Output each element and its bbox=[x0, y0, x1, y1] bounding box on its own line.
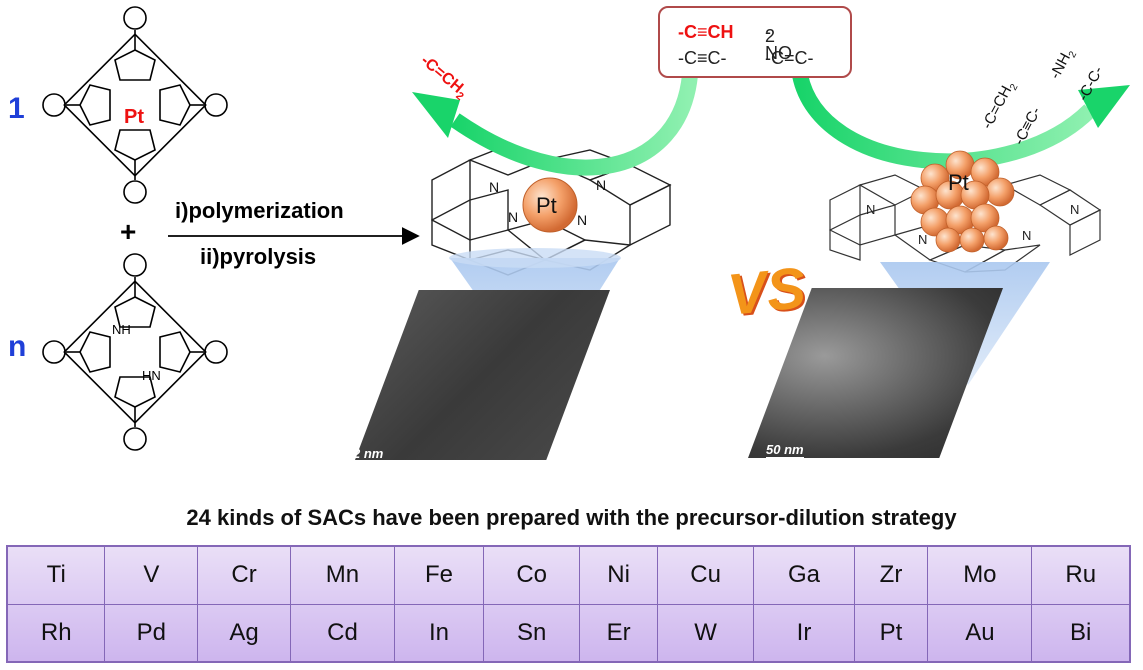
metals-table: Ti V Cr Mn Fe Co Ni Cu Ga Zr Mo Ru Rh Pd… bbox=[6, 545, 1131, 663]
green-arrow-right bbox=[792, 73, 1096, 170]
phenyl-ring-bottom-2 bbox=[123, 427, 147, 451]
metal-cell: Ni bbox=[579, 545, 658, 605]
metal-cell: Ag bbox=[197, 603, 291, 663]
metal-cell: V bbox=[104, 545, 199, 605]
metal-cell: Sn bbox=[482, 603, 581, 663]
phenyl-ring-right-2 bbox=[204, 340, 228, 364]
metals-row-1: Ti V Cr Mn Fe Co Ni Cu Ga Zr Mo Ru bbox=[6, 545, 1131, 605]
metal-cell: Ga bbox=[753, 545, 855, 605]
metal-cell: Ir bbox=[753, 603, 855, 663]
green-arrow-left bbox=[450, 74, 698, 176]
metals-title: 24 kinds of SACs have been prepared with… bbox=[186, 505, 957, 530]
pt-single-atom-sphere bbox=[522, 177, 578, 233]
metal-cell: In bbox=[394, 603, 484, 663]
fg-alkene: -C=C- bbox=[765, 48, 814, 68]
multiplier-1: 1 bbox=[8, 92, 25, 125]
metal-cell: Er bbox=[579, 603, 658, 663]
sac-n-label-2: N bbox=[596, 177, 606, 193]
free-porphyrin-structure bbox=[42, 253, 228, 451]
plus-sign: + bbox=[120, 216, 137, 247]
step-polymerization: i)polymerization bbox=[175, 198, 344, 223]
phenyl-ring-left bbox=[42, 93, 66, 117]
green-arrow-left-head bbox=[412, 92, 460, 138]
metal-cell: Cd bbox=[289, 603, 396, 663]
metal-cell: Mn bbox=[289, 545, 396, 605]
np-n-label-1: N bbox=[866, 202, 875, 217]
metals-row-2: Rh Pd Ag Cd In Sn Er W Ir Pt Au Bi bbox=[6, 603, 1131, 663]
multiplier-n: n bbox=[8, 330, 27, 363]
metal-cell: Ti bbox=[6, 545, 106, 605]
sac-n-label-4: N bbox=[577, 212, 587, 228]
metal-cell: Mo bbox=[927, 545, 1033, 605]
metal-cell: Cr bbox=[197, 545, 291, 605]
pt-porphyrin-structure bbox=[42, 6, 228, 204]
hn-label: HN bbox=[142, 368, 161, 383]
metal-cell: Fe bbox=[394, 545, 484, 605]
phenyl-ring-top-2 bbox=[123, 253, 147, 277]
np-n-label-2: N bbox=[1070, 202, 1079, 217]
phenyl-ring-left-2 bbox=[42, 340, 66, 364]
metal-cell: Bi bbox=[1031, 603, 1131, 663]
fg-alkyne-terminal: -C≡CH bbox=[678, 22, 734, 42]
np-n-label-4: N bbox=[1022, 228, 1031, 243]
metal-cell: Pd bbox=[104, 603, 199, 663]
metal-cell: Co bbox=[482, 545, 581, 605]
metal-cell: Ru bbox=[1031, 545, 1131, 605]
phenyl-ring-top bbox=[123, 6, 147, 30]
sac-n-label-3: N bbox=[508, 209, 518, 225]
step-pyrolysis: ii)pyrolysis bbox=[200, 244, 317, 269]
sac-scale-bar: 2 nm bbox=[353, 446, 384, 463]
vs-label: VS bbox=[724, 255, 809, 328]
sac-n-label-1: N bbox=[489, 179, 499, 195]
porphyrin-metal-label: Pt bbox=[124, 106, 144, 128]
np-scale-bar: 50 nm bbox=[766, 442, 804, 459]
phenyl-ring-right bbox=[204, 93, 228, 117]
metal-cell: Rh bbox=[6, 603, 106, 663]
nh-label: NH bbox=[112, 322, 131, 337]
np-metal-label: Pt bbox=[948, 170, 969, 195]
product-label-1: -C=CH2 bbox=[979, 78, 1021, 134]
sac-metal-label: Pt bbox=[536, 193, 557, 218]
phenyl-ring-bottom bbox=[123, 180, 147, 204]
sac-cone-top bbox=[449, 248, 621, 268]
fg-alkyne-internal: -C≡C- bbox=[678, 48, 727, 68]
np-n-label-3: N bbox=[918, 232, 927, 247]
metal-cell: Au bbox=[927, 603, 1033, 663]
green-arrow-right-head bbox=[1078, 85, 1130, 128]
metal-cell: Cu bbox=[656, 545, 755, 605]
metal-cell: W bbox=[656, 603, 755, 663]
metal-cell: Zr bbox=[853, 545, 929, 605]
pt-nanoparticle-cluster bbox=[910, 150, 1015, 253]
product-label-3: -NH2 bbox=[1047, 45, 1080, 83]
metal-cell: Pt bbox=[853, 603, 929, 663]
